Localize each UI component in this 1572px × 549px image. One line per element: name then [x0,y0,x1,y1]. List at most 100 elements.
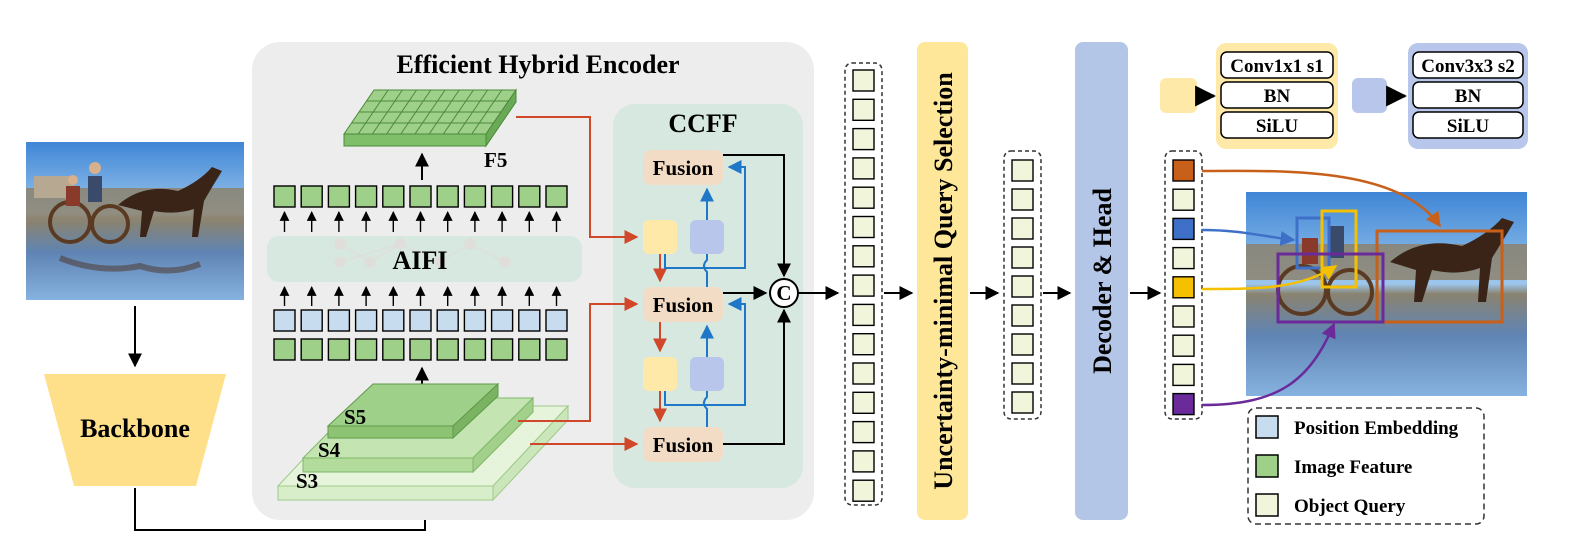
conv3x3-bn: BN [1455,86,1482,107]
conv1x1-bn: BN [1264,86,1291,107]
aifi-output-token [273,185,296,208]
legend-object-query: Object Query [1294,496,1406,517]
legend-swatch-object-query [1255,493,1279,517]
image-feature-token [545,338,568,361]
aifi-output-token [354,185,378,208]
aifi-label: AIFI [393,246,448,275]
aifi-input-arrows [279,286,562,306]
object-query-token [1172,276,1195,299]
aifi-output-token [327,185,351,208]
aifi-output-token [490,185,514,208]
object-query-token [1011,246,1034,269]
object-query-token [1172,188,1195,211]
query-selection-label: Uncertainty-minimal Query Selection [929,72,958,490]
fusion-label: Fusion [653,433,714,457]
ccff-concat-path [723,154,791,445]
fusion-label: Fusion [653,156,714,180]
image-feature-token [463,338,487,361]
object-query-token [852,69,875,92]
conv3x3-icon [1352,78,1387,113]
f5-feature-grid: F5 [343,88,517,172]
aifi-output-arrows [279,211,562,232]
output-query-column [1164,150,1203,420]
f5-label: F5 [484,148,507,172]
aifi-output-token [300,185,323,208]
conv3x3-silu: SiLU [1447,116,1490,137]
backbone-label: Backbone [80,414,190,443]
object-query-token [1011,217,1034,240]
object-query-token [852,450,875,473]
image-feature-token [518,338,541,361]
image-feature-token [300,338,323,361]
object-query-token [1172,217,1195,241]
conv1x1-block-bottom [643,357,677,391]
detection-box-carriage [1276,252,1385,324]
image-feature-token [273,338,296,361]
object-query-token [1011,304,1034,327]
selected-query-column [1003,150,1042,420]
position-embedding-token [382,309,405,332]
conv3x3-title: Conv3x3 s2 [1421,56,1514,77]
object-query-token [1011,188,1034,211]
ccff-title: CCFF [668,109,737,138]
ccff-top-down-path [516,116,667,451]
aifi-block: AIFI [267,236,582,282]
image-feature-token [409,338,432,361]
object-query-token [1172,334,1195,357]
backbone-block: Backbone [44,374,226,486]
object-query-token [852,362,875,385]
position-embedding-token [354,309,378,332]
aifi-output-token [518,185,541,208]
object-query-token [852,215,875,239]
position-embedding-token [436,309,459,332]
input-image [26,142,244,300]
object-query-token [852,479,875,502]
s4-label: S4 [318,438,341,462]
object-query-token [852,98,875,122]
detection-box-person-left [1295,216,1331,270]
conv1x1-definition: Conv1x1 s1 BN SiLU [1160,43,1338,149]
conv1x1-title: Conv1x1 s1 [1230,56,1323,77]
object-query-token [1011,275,1034,298]
aifi-output-token [409,185,432,208]
object-query-token [1172,246,1195,270]
fusion-block-bottom: Fusion [643,427,723,462]
decoder-label: Decoder & Head [1088,188,1117,374]
ccff-module: CCFF Fusion Fusion Fusion [516,104,803,488]
image-feature-token [354,338,378,361]
detection-boxes [1276,209,1504,324]
position-embedding-token [409,309,432,332]
position-embedding-token [273,309,296,332]
legend-position-embedding: Position Embedding [1294,418,1459,439]
conv3x3-block-bottom [690,357,724,391]
concat-label: C [776,281,791,305]
legend-swatch-position-embedding [1255,415,1279,439]
position-embedding-token [490,309,514,332]
s5-feature-map: S5 [326,382,500,440]
fusion-block-middle: Fusion [643,287,723,322]
decoder-head-block: Decoder & Head [1075,42,1128,520]
aifi-output-token [463,185,487,208]
multi-scale-features: S3 S4 S5 [276,382,570,502]
detection-box-person-right [1320,209,1358,289]
aifi-output-tokens [273,185,568,208]
position-embedding-token [463,309,487,332]
position-embedding-token [327,309,351,332]
conv1x1-block-top [643,220,677,254]
encoder-title: Efficient Hybrid Encoder [396,50,679,79]
fusion-block-top: Fusion [643,150,723,185]
object-query-token [1011,362,1034,385]
position-embedding-token [300,309,323,332]
fusion-label: Fusion [653,293,714,317]
object-query-token [1172,392,1195,416]
object-query-token [1172,363,1195,387]
legend: Position Embedding Image Feature Object … [1247,407,1485,525]
conv3x3-definition: Conv3x3 s2 BN SiLU [1352,43,1528,149]
object-query-token [1011,333,1034,356]
image-feature-tokens [273,338,568,361]
object-query-token [1172,159,1195,182]
object-query-token [852,333,875,356]
object-query-token [1172,305,1195,328]
object-query-token [852,245,875,268]
